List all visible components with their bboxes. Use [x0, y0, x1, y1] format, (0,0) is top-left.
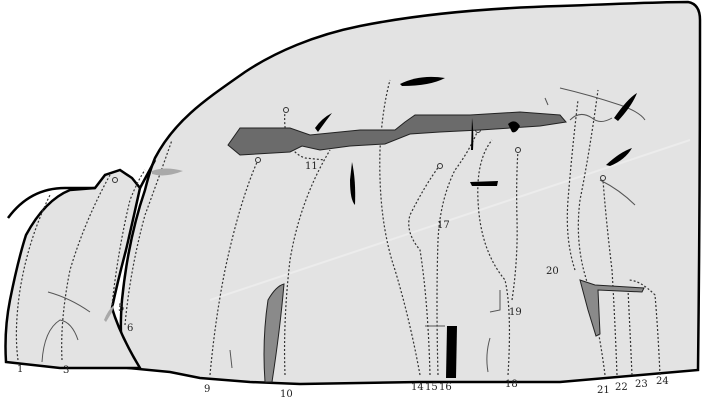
dotted-lines — [15, 79, 661, 376]
gray-mark-left — [104, 305, 114, 322]
gray-mark-angled — [579, 279, 645, 337]
circle-marker — [600, 175, 606, 181]
circle-marker — [437, 163, 443, 169]
dotted-line-1 — [15, 194, 51, 361]
black-mark-dash — [470, 181, 498, 186]
marker-label-23: 23 — [635, 379, 648, 390]
black-marks — [315, 76, 637, 378]
thin-lines — [41, 87, 646, 373]
dotted-line-19 — [511, 149, 519, 301]
marker-label-19: 19 — [509, 307, 522, 318]
thin-line-f — [486, 337, 491, 373]
marker-label-6: 6 — [127, 323, 133, 334]
black-mark-vertical — [350, 162, 356, 205]
dotted-line-15 — [408, 164, 441, 376]
dotted-line-22 — [602, 179, 618, 376]
dotted-line-16 — [436, 129, 479, 376]
black-mark-small — [471, 118, 474, 150]
dotted-line-9 — [209, 159, 259, 376]
marker-label-22: 22 — [615, 382, 628, 393]
marker-label-16: 16 — [439, 382, 452, 393]
marker-label-24: 24 — [656, 376, 669, 387]
black-mark-slash-upper — [614, 93, 637, 121]
dotted-line-24 — [627, 279, 661, 376]
marker-label-5: 5 — [118, 303, 124, 314]
circle-marker — [112, 177, 118, 183]
black-mark-top — [400, 76, 445, 86]
joint-line — [138, 159, 157, 189]
thin-line-a — [47, 291, 91, 313]
left-block-top-edge — [6, 186, 95, 219]
thin-line-d — [559, 87, 646, 121]
dotted-line-20 — [566, 99, 579, 271]
black-mark-bar — [446, 326, 457, 378]
thin-line-b — [41, 319, 79, 363]
main-panel-outline — [119, 0, 702, 386]
thin-line-j — [569, 114, 613, 122]
dotted-line-6 — [124, 139, 173, 326]
marker-label-1: 1 — [17, 364, 23, 375]
black-mark-slash-lower — [606, 148, 632, 166]
thin-line-i — [489, 290, 501, 313]
gray-mark-vertical — [263, 283, 285, 383]
marker-label-15: 15 — [425, 382, 438, 393]
surface-sheen — [209, 139, 691, 301]
marker-label-11: 11 — [305, 161, 318, 172]
gray-mark-oval — [152, 168, 183, 176]
dotted-line-5 — [111, 169, 146, 306]
dotted-line-10 — [283, 149, 331, 376]
dotted-line-18 — [477, 139, 511, 376]
black-mark-hook — [315, 113, 332, 132]
circle-marker — [515, 147, 521, 153]
marker-label-21: 21 — [597, 385, 610, 396]
marker-label-17: 17 — [437, 220, 450, 231]
marker-label-10: 10 — [280, 389, 293, 400]
circle-marker — [255, 157, 261, 163]
circle-marker — [283, 107, 289, 113]
thin-line-c — [544, 97, 549, 106]
marker-label-14: 14 — [411, 382, 424, 393]
dotted-line-3 — [61, 174, 111, 361]
marker-labels: 1 3 5 6 9 10 11 14 15 16 17 18 19 20 21 … — [17, 161, 669, 400]
marker-label-18: 18 — [505, 379, 518, 390]
thin-line-e — [599, 179, 636, 206]
marker-label-9: 9 — [204, 384, 210, 395]
marker-label-3: 3 — [63, 365, 69, 376]
thin-line-g — [229, 349, 233, 369]
marker-label-20: 20 — [546, 266, 559, 277]
dotted-line-14 — [379, 79, 421, 376]
dark-band — [227, 111, 567, 156]
black-mark-dot — [508, 121, 520, 133]
